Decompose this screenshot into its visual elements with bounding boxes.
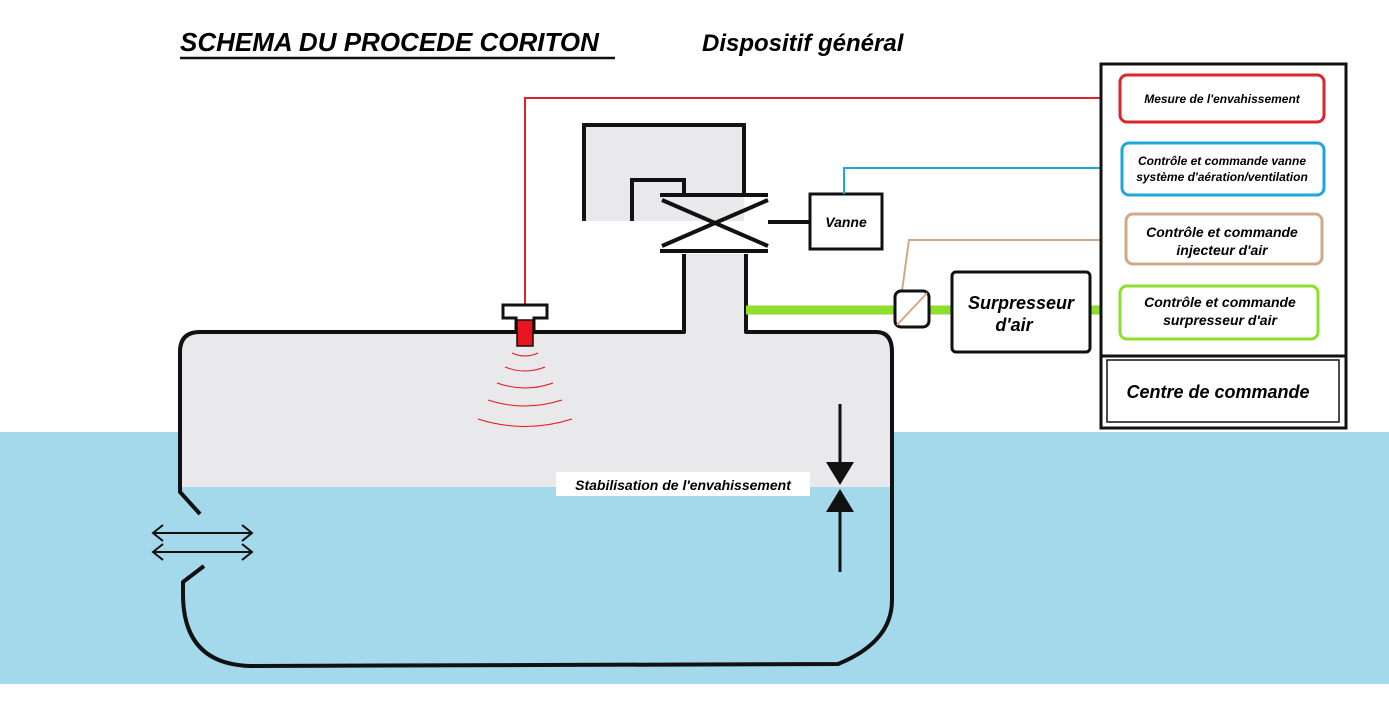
- stabilisation-label-bg: [556, 472, 810, 496]
- page-subtitle: Dispositif général: [702, 30, 905, 57]
- ventilation-valve-icon: [660, 193, 810, 253]
- control-item-measurement-text: Mesure de l'envahissement: [1144, 92, 1301, 106]
- tank-air-space: [182, 311, 890, 487]
- control-item-valve-line2: système d'aération/ventilation: [1136, 170, 1308, 184]
- command-center-box: [1106, 359, 1340, 423]
- control-item-surpresseur: [1118, 284, 1320, 341]
- surpresseur-label-line2: d'air: [995, 315, 1033, 335]
- control-item-surpresseur-line2: surpresseur d'air: [1163, 312, 1278, 328]
- control-item-valve-line1: Contrôle et commande vanne: [1138, 154, 1306, 168]
- sensor-waves: [477, 352, 573, 427]
- level-sensor-icon: [501, 303, 549, 347]
- stabilisation-label: Stabilisation de l'envahissement: [575, 477, 792, 493]
- surpresseur-label-line1: Surpresseur: [968, 293, 1075, 313]
- control-item-valve: [1120, 141, 1326, 197]
- vanne-box: [808, 192, 884, 251]
- vent-pipe-lower: [686, 254, 744, 332]
- control-item-injector-line1: Contrôle et commande: [1146, 224, 1298, 240]
- command-center-label: Centre de commande: [1126, 382, 1309, 402]
- stabilisation-arrows-icon: [826, 404, 854, 572]
- vanne-label: Vanne: [825, 214, 867, 230]
- page-title: SCHEMA DU PROCEDE CORITON: [180, 27, 600, 57]
- tank-outline: [178, 254, 894, 668]
- water-exchange-arrows-icon: [151, 524, 254, 561]
- measurement-signal-line: [524, 97, 1120, 318]
- control-item-injector: [1124, 212, 1324, 266]
- vent-chimney: [584, 125, 744, 221]
- valve-control-line: [843, 167, 1122, 194]
- surpresseur-box: [950, 270, 1092, 354]
- control-item-surpresseur-line1: Contrôle et commande: [1144, 294, 1296, 310]
- vent-chimney-outline: [582, 123, 746, 221]
- air-injector-diagonal: [896, 292, 928, 326]
- tank-opening-top-lip: [178, 487, 202, 516]
- control-item-measurement: [1118, 73, 1326, 124]
- control-item-injector-line2: injecteur d'air: [1176, 242, 1269, 258]
